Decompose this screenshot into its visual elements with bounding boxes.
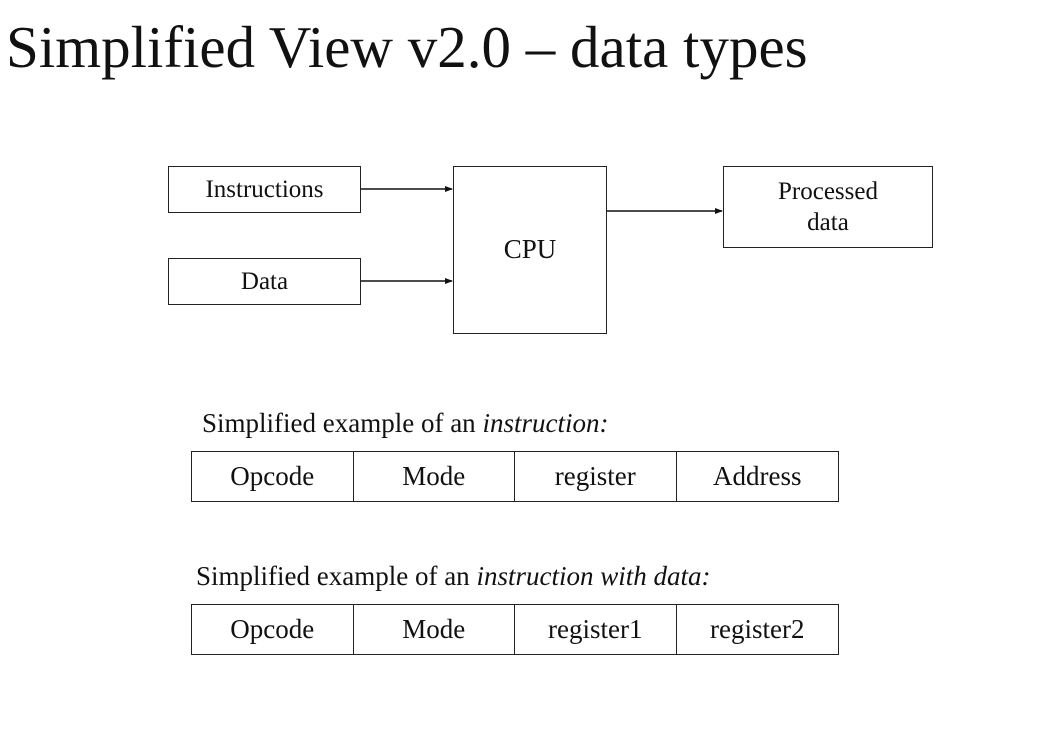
instruction-field-address: Address — [713, 461, 802, 491]
instructions-box: Instructions — [168, 166, 361, 213]
instruction-caption-prefix: Simplified example of an — [202, 408, 483, 438]
instruction-format-row: Opcode Mode register Address — [191, 451, 839, 502]
instruction-with-data-field-opcode: Opcode — [192, 605, 354, 654]
instruction-example-caption: Simplified example of an instruction: — [202, 410, 608, 437]
instruction-with-data-field-mode: Mode — [354, 605, 515, 654]
cpu-box: CPU — [453, 166, 607, 334]
processed-data-label-line2: data — [807, 209, 849, 236]
instruction-field-mode: Mode — [354, 452, 515, 501]
instruction-with-data-caption: Simplified example of an instruction wit… — [196, 563, 710, 590]
cpu-label: CPU — [503, 234, 557, 265]
instruction-with-data-field-register2: register2 — [710, 614, 805, 644]
instruction-field-register: register — [515, 452, 677, 501]
processed-data-label-line1: Processed — [778, 177, 878, 205]
data-box: Data — [168, 258, 361, 305]
instruction-with-data-field-register1: register1 — [515, 605, 677, 654]
instruction-with-data-caption-prefix: Simplified example of an — [196, 561, 477, 591]
slide-title: Simplified View v2.0 – data types — [6, 14, 808, 80]
processed-data-box: Processed data — [723, 166, 933, 248]
instruction-with-data-format-row: Opcode Mode register1 register2 — [191, 604, 839, 655]
instruction-field-opcode: Opcode — [192, 452, 354, 501]
instructions-label: Instructions — [205, 175, 324, 203]
instruction-caption-emphasis: instruction: — [482, 408, 609, 438]
instruction-with-data-caption-emphasis: instruction with data: — [476, 561, 711, 591]
data-label: Data — [240, 267, 289, 295]
